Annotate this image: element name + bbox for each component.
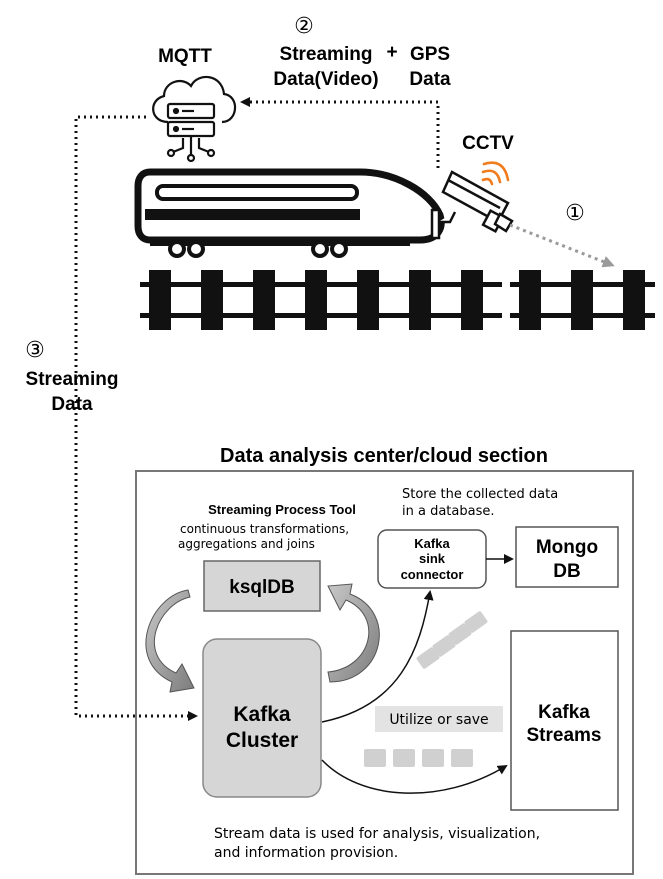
arrow-kafka-to-streams	[321, 759, 508, 794]
cctv-label: CCTV	[462, 133, 514, 154]
footer-desc-2: and information provision.	[214, 845, 398, 861]
train-icon	[134, 168, 445, 258]
arrow-cctv-to-mqtt	[240, 97, 440, 168]
plus-label: +	[386, 42, 397, 63]
kafka-streams-label-1: Kafka	[538, 702, 590, 723]
cloud-server-icon	[152, 76, 237, 163]
step-2-marker: ②	[294, 14, 314, 39]
streaming-video-label-2: Data(Video)	[273, 69, 378, 90]
kafka-cluster-label-2: Cluster	[226, 729, 298, 752]
tool-desc-1: continuous transformations,	[180, 522, 349, 536]
kafka-cluster-label-1: Kafka	[233, 703, 291, 726]
tool-desc-2: aggregations and joins	[178, 537, 315, 551]
curve-arrow-left	[145, 589, 195, 693]
arrow-cctv-to-track	[509, 223, 615, 268]
kafka-streams-label-2: Streams	[527, 725, 602, 746]
streaming-data-label-1: Streaming	[26, 369, 119, 390]
tool-title: Streaming Process Tool	[208, 502, 356, 517]
sink-label-2: sink	[419, 551, 446, 566]
section-title: Data analysis center/cloud section	[220, 445, 548, 467]
cctv-camera-icon	[430, 170, 514, 240]
mqtt-label: MQTT	[158, 46, 212, 67]
arrow-kafka-to-sink	[321, 590, 434, 723]
sink-label-3: connector	[401, 567, 464, 582]
gps-label-1: GPS	[410, 44, 450, 65]
ksqldb-label: ksqlDB	[229, 577, 294, 598]
cloud-section-frame	[135, 470, 634, 875]
railroad-track	[140, 270, 655, 330]
step-1-marker: ①	[565, 201, 585, 226]
data-packets-diagonal	[416, 611, 488, 669]
curve-arrow-right	[327, 583, 380, 683]
mongo-label-1: Mongo	[536, 537, 598, 558]
wifi-signal-icon	[481, 161, 510, 186]
utilize-label-box	[375, 706, 503, 732]
store-desc-2: in a database.	[402, 504, 495, 519]
streaming-data-label-2: Data	[51, 394, 93, 415]
footer-desc-1: Stream data is used for analysis, visual…	[214, 826, 540, 842]
gps-label-2: Data	[409, 69, 451, 90]
utilize-label: Utilize or save	[389, 712, 488, 728]
data-packets-horizontal	[364, 749, 473, 767]
ksqldb-box	[203, 560, 321, 612]
mongodb-box	[515, 526, 619, 588]
sink-label-1: Kafka	[414, 536, 450, 551]
kafka-cluster-box	[202, 638, 322, 798]
mongo-label-2: DB	[553, 561, 580, 582]
step-3-marker: ③	[25, 338, 45, 363]
store-desc-1: Store the collected data	[402, 487, 558, 502]
streaming-video-label-1: Streaming	[280, 44, 373, 65]
kafka-streams-box	[510, 630, 619, 811]
